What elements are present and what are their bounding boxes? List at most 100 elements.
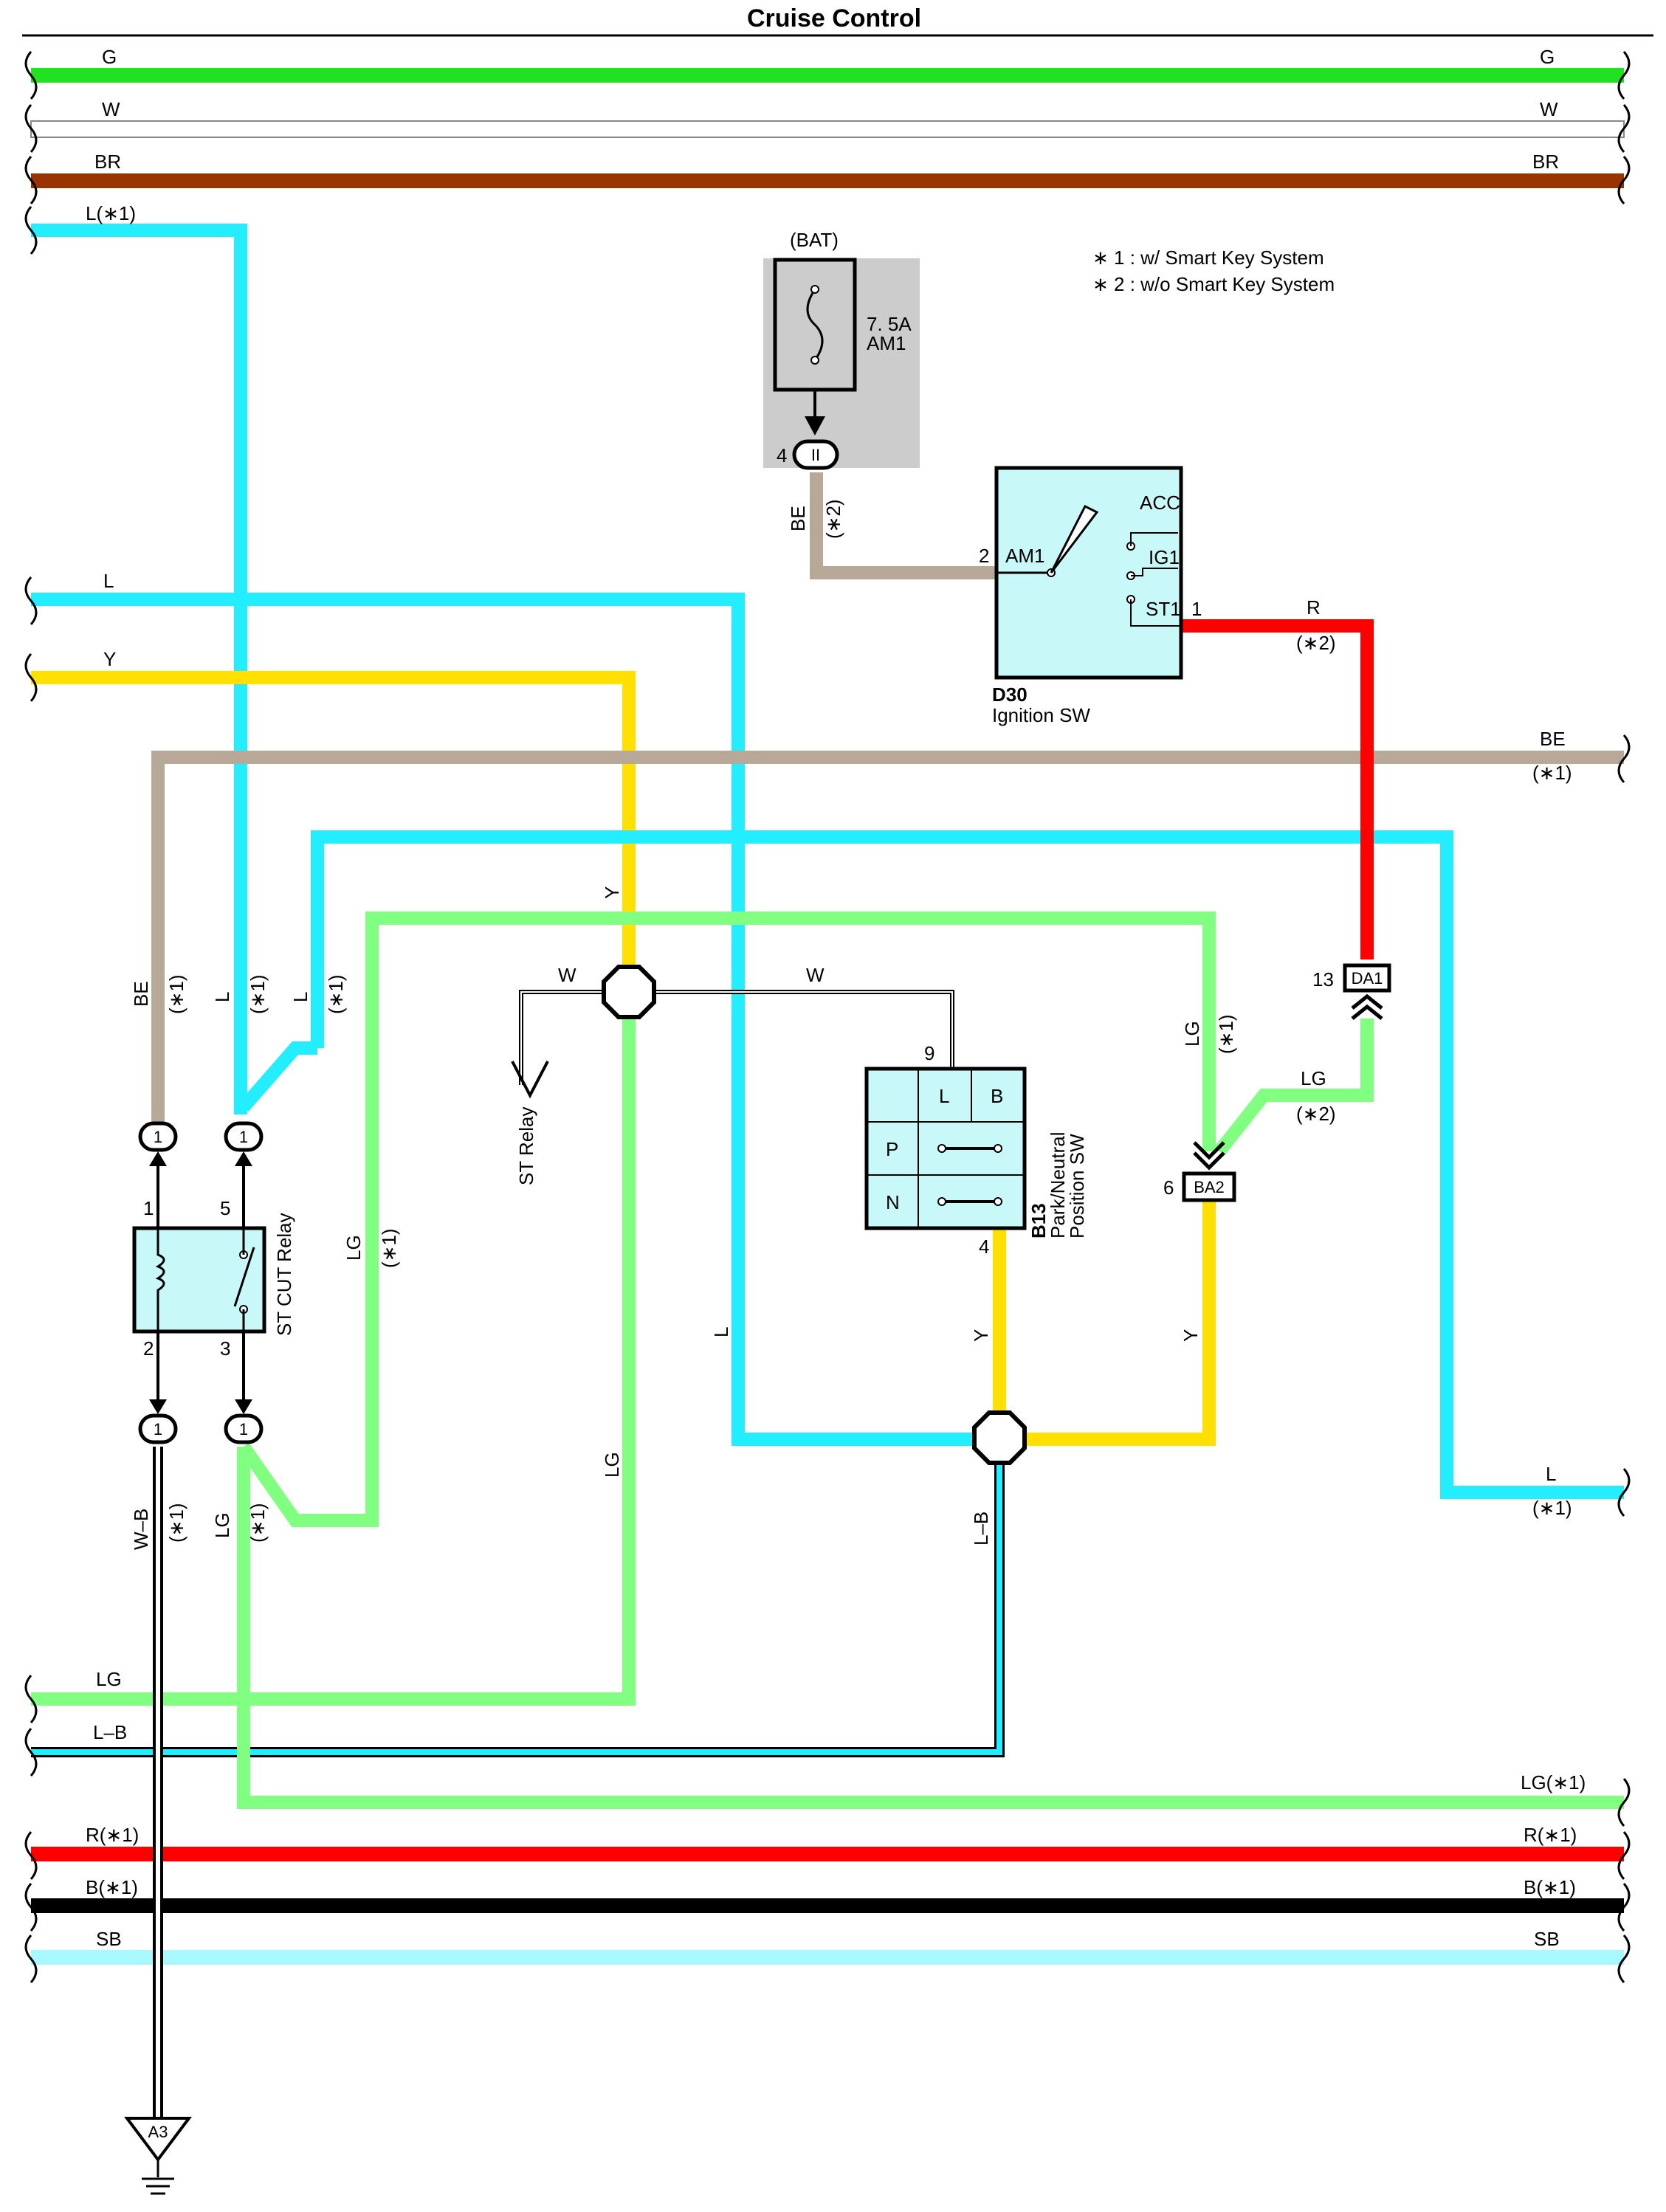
relay-body (132, 1226, 266, 1334)
bus-r-label-left: R(∗1) (86, 1824, 139, 1846)
relay-pin-3: 3 (220, 1337, 230, 1360)
label-lg-star2: LG (1301, 1067, 1326, 1089)
label-be-star2: BE (787, 506, 809, 531)
bus-b-label-right: B(∗1) (1524, 1876, 1576, 1898)
label-r-star2-note: (∗2) (1296, 632, 1336, 654)
st-cut-relay: 1 1 1 5 ST CUT Relay 2 3 1 1 (132, 1121, 295, 1444)
fuse-pin: 4 (777, 444, 787, 466)
bus-break-right (1617, 51, 1631, 1983)
park-row-n: N (886, 1191, 900, 1213)
ground-label: A3 (148, 2123, 168, 2141)
diagram-title: Cruise Control (747, 4, 921, 32)
wire-w-thin (519, 990, 954, 1085)
bus-l-label: L (103, 570, 114, 592)
label-lg-lower-note: (∗1) (247, 1503, 269, 1543)
st-relay-arrow (511, 1061, 549, 1099)
label-be-relay-note: (∗1) (165, 974, 187, 1014)
label-l-relay: L (211, 992, 233, 1002)
wire-l-left-feed (31, 593, 996, 1446)
bus-w-label-right: W (1540, 98, 1558, 120)
junction-y-w (602, 965, 656, 1019)
wire-be-star2 (810, 472, 1001, 579)
wire-lg-star1-lower (237, 1447, 1624, 1809)
note-no-smart-key: ∗ 2 : w/o Smart Key System (1092, 273, 1335, 295)
bus-lg1-label: LG(∗1) (1521, 1771, 1586, 1794)
fuse-name: AM1 (867, 332, 906, 354)
bus-g: G G (31, 46, 1624, 83)
ignition-rotor-icon (1050, 504, 1099, 573)
fuse-connector (792, 439, 839, 470)
bus-lb-label: L–B (93, 1721, 127, 1743)
junction-l-y (972, 1410, 1027, 1465)
label-l-relay2-note: (∗1) (325, 974, 347, 1014)
park-neutral-switch: 9 L B P N 4 B13 Park/Neutral Position SW (864, 1042, 1088, 1258)
label-l-center: L (710, 1327, 732, 1337)
label-wb-note: (∗1) (165, 1503, 187, 1543)
relay-conn-top-right: 1 (239, 1128, 248, 1146)
label-lg-mid-note: (∗1) (378, 1228, 400, 1268)
connector-da1-pin: 13 (1312, 968, 1334, 990)
park-col-l: L (939, 1085, 949, 1107)
wire-be-star1 (151, 751, 1624, 1122)
connector-ba2-pin: 6 (1163, 1176, 1174, 1199)
bus-sb-label-right: SB (1534, 1928, 1560, 1950)
relay-pin-2: 2 (143, 1337, 154, 1360)
relay-conn-top-left: 1 (154, 1128, 162, 1146)
park-name-line2: Position SW (1066, 1134, 1088, 1238)
fuse-arrow-icon (805, 416, 825, 435)
label-st-relay: ST Relay (515, 1107, 537, 1185)
ignition-ig1-label: IG1 (1149, 546, 1180, 568)
label-y-sw: Y (970, 1329, 992, 1342)
bus-r-label-right: R(∗1) (1524, 1824, 1577, 1846)
wire-lg-star1-loop (238, 912, 1216, 1527)
relay-conn-bottom-left: 1 (154, 1420, 162, 1439)
label-lb-down: L–B (970, 1512, 992, 1546)
wire-l-relay-diag (238, 1041, 317, 1112)
relay-pin-5: 5 (220, 1197, 230, 1219)
ignition-name: Ignition SW (992, 704, 1090, 726)
bus-br-label-right: BR (1532, 151, 1559, 173)
bus-w: W W (30, 98, 1625, 138)
label-w-right: W (806, 964, 825, 986)
park-code: B13 (1028, 1203, 1050, 1238)
label-lg-mid: LG (343, 1235, 365, 1261)
label-wb: W–B (130, 1509, 152, 1550)
bus-be-label-right-note: (∗1) (1532, 762, 1572, 784)
wire-lg-star2 (1214, 1019, 1374, 1156)
park-pin-top: 9 (924, 1042, 934, 1064)
bus-l-label-right: L (1546, 1463, 1556, 1485)
bus-break-left (24, 51, 38, 1983)
note-smart-key: ∗ 1 : w/ Smart Key System (1092, 247, 1324, 269)
wire-y-ba2 (999, 1200, 1216, 1446)
label-lg-center: LG (601, 1452, 623, 1478)
bus-y-label: Y (103, 648, 116, 670)
label-be-star2-note: (∗2) (822, 499, 844, 539)
bus-sb-label-left: SB (96, 1928, 122, 1950)
relay-switch-icon (233, 1247, 255, 1307)
fuse-symbol-icon (806, 289, 824, 361)
park-row-p: P (886, 1138, 898, 1160)
ignition-switch: 2 AM1 ACC IG1 ST1 1 D30 Ignition SW (979, 466, 1202, 726)
relay-coil-icon (155, 1228, 165, 1331)
wire-l-star1-right (311, 830, 1624, 1499)
label-lg-star2-note: (∗2) (1296, 1103, 1336, 1125)
ignition-code: D30 (992, 683, 1028, 706)
ignition-pin-st1: 1 (1191, 598, 1202, 620)
bus-br: BR BR (31, 151, 1624, 188)
bus-lg-label: LG (96, 1668, 122, 1690)
bus-g-label-left: G (102, 46, 117, 68)
wire-l-star1-top (31, 224, 247, 1114)
bus-w-label-left: W (102, 98, 120, 120)
label-r-star2: R (1307, 596, 1321, 619)
bus-b-label-left: B(∗1) (86, 1876, 138, 1898)
fuse-connector-label: II (811, 446, 820, 464)
label-lg-star1-v-note: (∗1) (1215, 1014, 1237, 1054)
park-name-line1: Park/Neutral (1047, 1132, 1069, 1239)
connector-ba2: BA2 6 (1163, 1141, 1236, 1202)
ground-a3: A3 (124, 2117, 192, 2195)
park-col-b: B (991, 1085, 1003, 1107)
wire-lg-center (31, 1011, 636, 1706)
fuse-box-shading (763, 258, 920, 468)
fuse-rating: 7. 5A (867, 313, 912, 335)
